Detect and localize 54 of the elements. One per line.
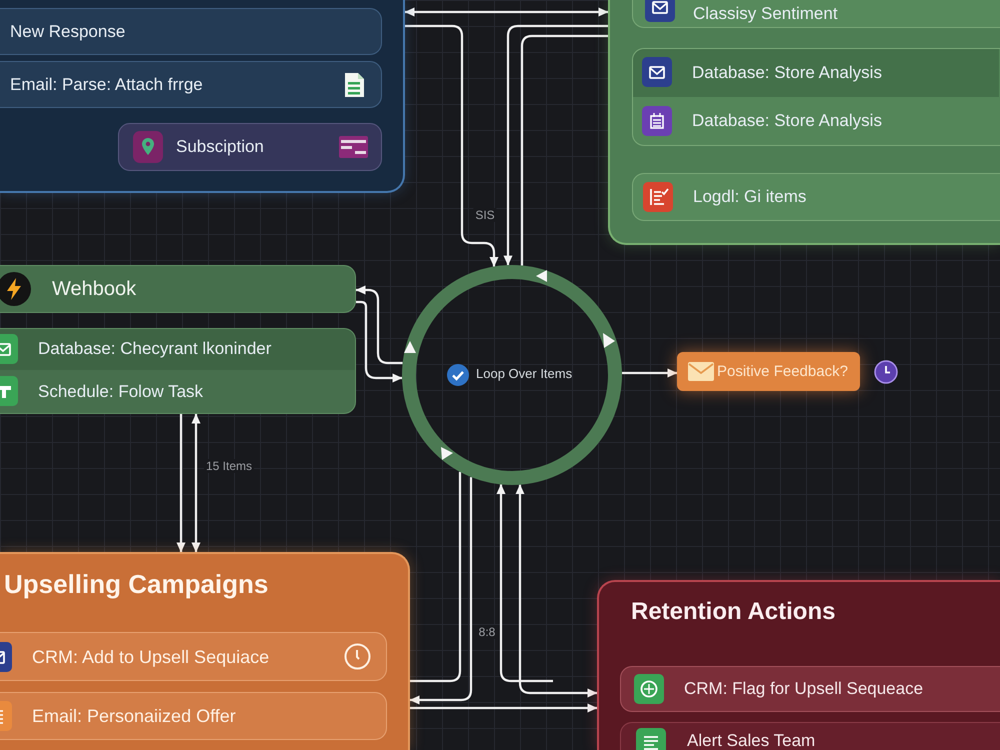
task-row (620, 722, 1000, 750)
row-label: CRM: Flag for Upsell Sequeace (684, 679, 924, 699)
group-panel (0, 0, 405, 193)
loop-label: Loop Over Items (476, 366, 572, 382)
decision-label: Positive Feedback? (717, 362, 848, 380)
panel-title: Retention Actions (631, 597, 836, 627)
task-row (632, 173, 1000, 221)
task-row (0, 329, 355, 370)
arrow (356, 286, 403, 364)
task-row (0, 61, 382, 108)
task-row (0, 632, 387, 681)
task-row (0, 8, 382, 55)
arrow (405, 24, 498, 267)
arrow (410, 477, 472, 704)
row-label: Database: Checyrant lkoninder (38, 339, 272, 359)
arrow (516, 484, 598, 698)
row-label: New Response (10, 22, 126, 42)
row-label: Classisy Sentiment (693, 4, 838, 24)
edge-label: 8:8 (476, 625, 498, 639)
connector-line (410, 472, 462, 682)
row-label: Email: Parse: Attach frrge (10, 74, 203, 94)
group-panel (0, 552, 410, 750)
arrow (356, 300, 403, 382)
task-row (0, 692, 387, 740)
row-label: Database: Store Analysis (692, 111, 882, 131)
task-row (632, 0, 1000, 28)
task-row (633, 49, 999, 97)
decision-box (677, 352, 860, 391)
row-label: Database: Store Analysis (692, 62, 882, 82)
arrow (622, 368, 678, 378)
arrow (176, 414, 186, 552)
row-group (632, 48, 1000, 146)
arrow (192, 414, 200, 552)
task-row (0, 265, 356, 313)
row-label: Logdl: Gi items (693, 187, 806, 207)
row-label: Email: Personaiized Offer (32, 705, 236, 727)
group-panel (597, 580, 1000, 750)
edge-label: SIS (473, 208, 497, 222)
arrow (410, 704, 598, 712)
connector-line (520, 34, 608, 266)
panel-title: Upselling Campaigns (4, 568, 268, 600)
group-panel (608, 0, 1000, 245)
row-label: Schedule: Folow Task (38, 382, 204, 402)
row-label: Wehbook (52, 277, 136, 301)
arrow (504, 24, 608, 266)
row-group (0, 328, 356, 414)
arrow (404, 8, 608, 16)
arrow (496, 484, 553, 682)
edge-label: 15 Items (204, 459, 254, 473)
row-label: Subsciption (176, 137, 264, 157)
row-label: Alert Sales Team (687, 731, 816, 750)
task-row (620, 666, 1000, 712)
task-row (118, 123, 382, 171)
row-label: CRM: Add to Upsell Sequiace (32, 646, 270, 668)
